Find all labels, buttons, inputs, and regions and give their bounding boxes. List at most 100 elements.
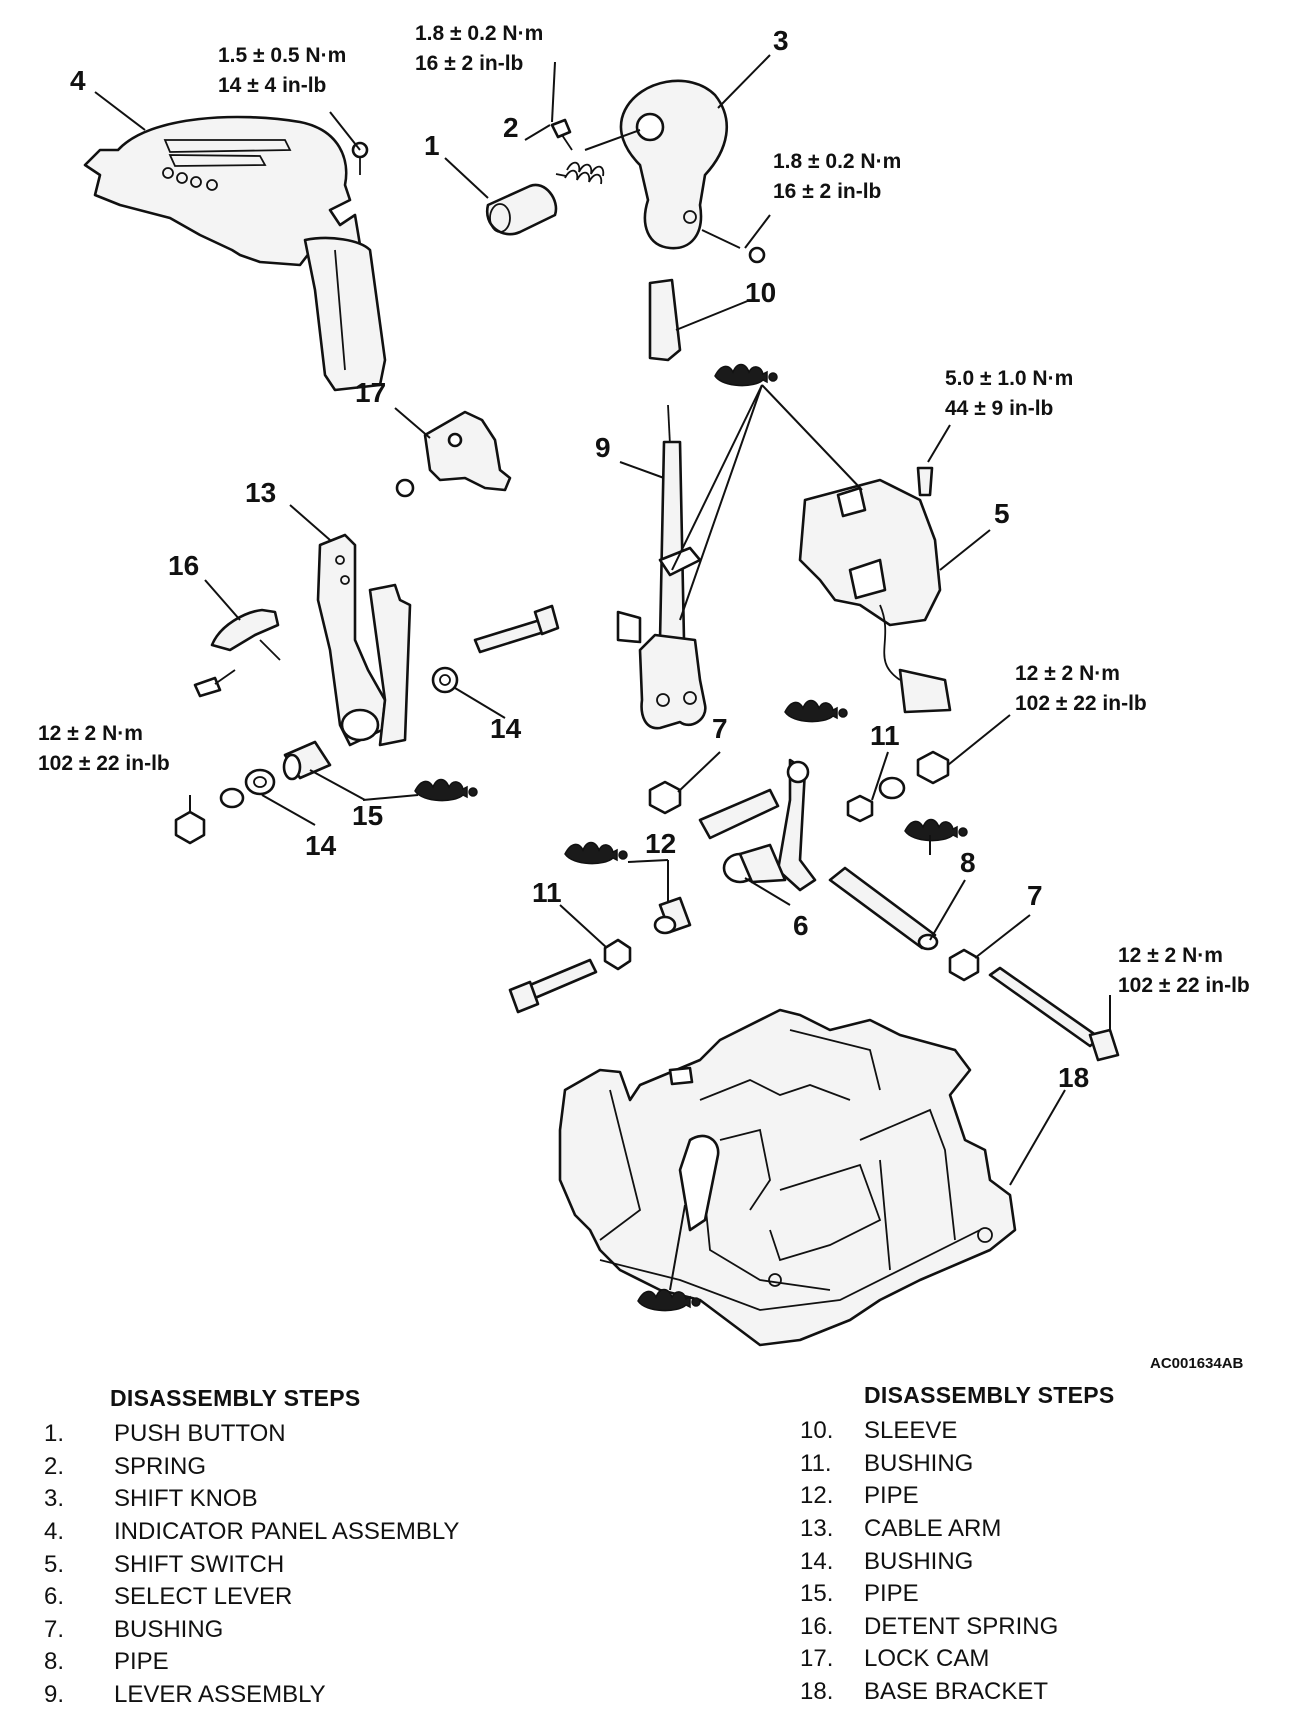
step-number: 2. <box>44 1452 65 1480</box>
step-number: 7. <box>44 1615 65 1643</box>
grease-symbol <box>784 699 848 723</box>
torque-right-nut-nm: 12 ± 2 N·m <box>1015 662 1120 685</box>
step-label: CABLE ARM <box>864 1515 1002 1543</box>
step-item: 3. SHIFT KNOB <box>44 1483 604 1516</box>
step-label: INDICATOR PANEL ASSEMBLY <box>114 1518 460 1546</box>
step-number: 9. <box>44 1681 65 1709</box>
step-label: BUSHING <box>864 1547 974 1575</box>
grease-symbol <box>414 778 478 802</box>
callout-12: 12 <box>645 828 676 859</box>
step-label: PIPE <box>864 1580 919 1608</box>
callout-10: 10 <box>745 277 776 308</box>
callout-2: 2 <box>503 112 519 143</box>
callout-9: 9 <box>595 432 611 463</box>
bushing-11-right <box>846 750 950 823</box>
indicator-panel-screw <box>351 141 369 175</box>
steps-heading: DISASSEMBLY STEPS <box>110 1385 361 1411</box>
torque-switch-nm: 5.0 ± 1.0 N·m <box>945 367 1073 390</box>
cable-arm <box>316 533 412 747</box>
step-item: 11.BUSHING <box>800 1448 1280 1481</box>
callout-7-upper: 7 <box>712 713 728 744</box>
step-number: 15. <box>800 1580 834 1608</box>
torque-indicator-inlb: 14 ± 4 in-lb <box>218 74 326 97</box>
step-label: SHIFT SWITCH <box>114 1550 285 1578</box>
callout-11-left: 11 <box>532 877 562 908</box>
callout-8: 8 <box>960 847 976 878</box>
step-label: BASE BRACKET <box>864 1678 1049 1706</box>
lever-assembly <box>616 404 707 730</box>
callout-17: 17 <box>355 377 386 408</box>
grease-symbol <box>904 818 968 842</box>
shift-switch <box>798 466 952 714</box>
step-item: 18. BASE BRACKET <box>800 1676 1280 1709</box>
step-number: 3. <box>44 1485 65 1513</box>
steps-heading: DISASSEMBLY STEPS <box>864 1382 1115 1408</box>
long-bolt <box>988 966 1120 1062</box>
torque-knob-top-inlb: 16 ± 2 in-lb <box>415 52 523 75</box>
callout-15: 15 <box>352 800 383 831</box>
step-label: PIPE <box>864 1482 919 1510</box>
step-item: 14. BUSHING <box>800 1545 1280 1578</box>
torque-left-nut-nm: 12 ± 2 N·m <box>38 722 143 745</box>
step-item: 1.PUSH BUTTON <box>44 1418 604 1451</box>
grease-symbol <box>714 363 778 387</box>
step-label: SELECT LEVER <box>114 1583 293 1611</box>
callout-14-upper: 14 <box>490 713 522 744</box>
step-label: SLEEVE <box>864 1417 958 1445</box>
step-item: 9. LEVER ASSEMBLY <box>44 1679 604 1712</box>
figure-code: AC001634AB <box>1150 1355 1244 1372</box>
shift-knob <box>584 79 729 250</box>
step-item: 15. PIPE <box>800 1578 1280 1611</box>
torque-long-bolt-nm: 12 ± 2 N·m <box>1118 944 1223 967</box>
callout-6: 6 <box>793 910 809 941</box>
step-label: SPRING <box>114 1452 207 1480</box>
step-number: 8. <box>44 1648 65 1676</box>
step-label: LOCK CAM <box>864 1645 990 1673</box>
torque-long-bolt-inlb: 102 ± 22 in-lb <box>1118 974 1250 997</box>
callout-18: 18 <box>1058 1062 1089 1093</box>
leader-lines <box>94 54 1111 1291</box>
step-number: 12. <box>800 1482 834 1510</box>
step-number: 6. <box>44 1583 65 1611</box>
bushing-7-upper <box>648 780 682 815</box>
step-item: 10. SLEEVE <box>800 1415 1280 1448</box>
bushing-upper <box>431 666 459 694</box>
step-number: 1. <box>44 1420 65 1448</box>
step-number: 4. <box>44 1518 65 1546</box>
step-item: 12. PIPE <box>800 1480 1280 1513</box>
step-number: 10. <box>800 1417 834 1445</box>
base-bracket <box>558 1008 1017 1347</box>
torque-left-nut-inlb: 102 ± 22 in-lb <box>38 752 170 775</box>
step-number: 18. <box>800 1678 834 1706</box>
torque-knob-side-inlb: 16 ± 2 in-lb <box>773 180 881 203</box>
step-label: PIPE <box>114 1648 169 1676</box>
indicator-panel-assembly <box>83 115 387 392</box>
callout-numbers: 4 1 2 3 5 6 7 7 8 9 10 11 11 12 13 14 14… <box>70 25 1089 1093</box>
callout-11-right: 11 <box>870 720 900 751</box>
step-number: 13. <box>800 1515 834 1543</box>
torque-specs: 1.5 ± 0.5 N·m 14 ± 4 in-lb 1.8 ± 0.2 N·m… <box>38 22 1250 997</box>
callout-1: 1 <box>424 130 440 161</box>
cable-arm-bolt <box>473 604 560 654</box>
grease-symbol <box>564 841 628 865</box>
bushing-7-lower <box>948 948 980 982</box>
step-item: 16.DETENT SPRING <box>800 1611 1280 1644</box>
callout-3: 3 <box>773 25 789 56</box>
step-label: LEVER ASSEMBLY <box>114 1681 326 1709</box>
torque-right-nut-inlb: 102 ± 22 in-lb <box>1015 692 1147 715</box>
knob-side-screw <box>701 229 766 264</box>
step-number: 11. <box>800 1449 832 1477</box>
callout-13: 13 <box>245 477 276 508</box>
step-label: SHIFT KNOB <box>114 1485 258 1513</box>
step-number: 16. <box>800 1612 834 1640</box>
pipe-12 <box>653 896 692 935</box>
callout-5: 5 <box>994 498 1010 529</box>
step-number: 14. <box>800 1547 834 1575</box>
select-lever <box>698 758 817 892</box>
left-nut-stack <box>174 768 276 845</box>
detent-spring <box>193 608 281 698</box>
callout-16: 16 <box>168 550 199 581</box>
pipe-8 <box>828 866 939 951</box>
